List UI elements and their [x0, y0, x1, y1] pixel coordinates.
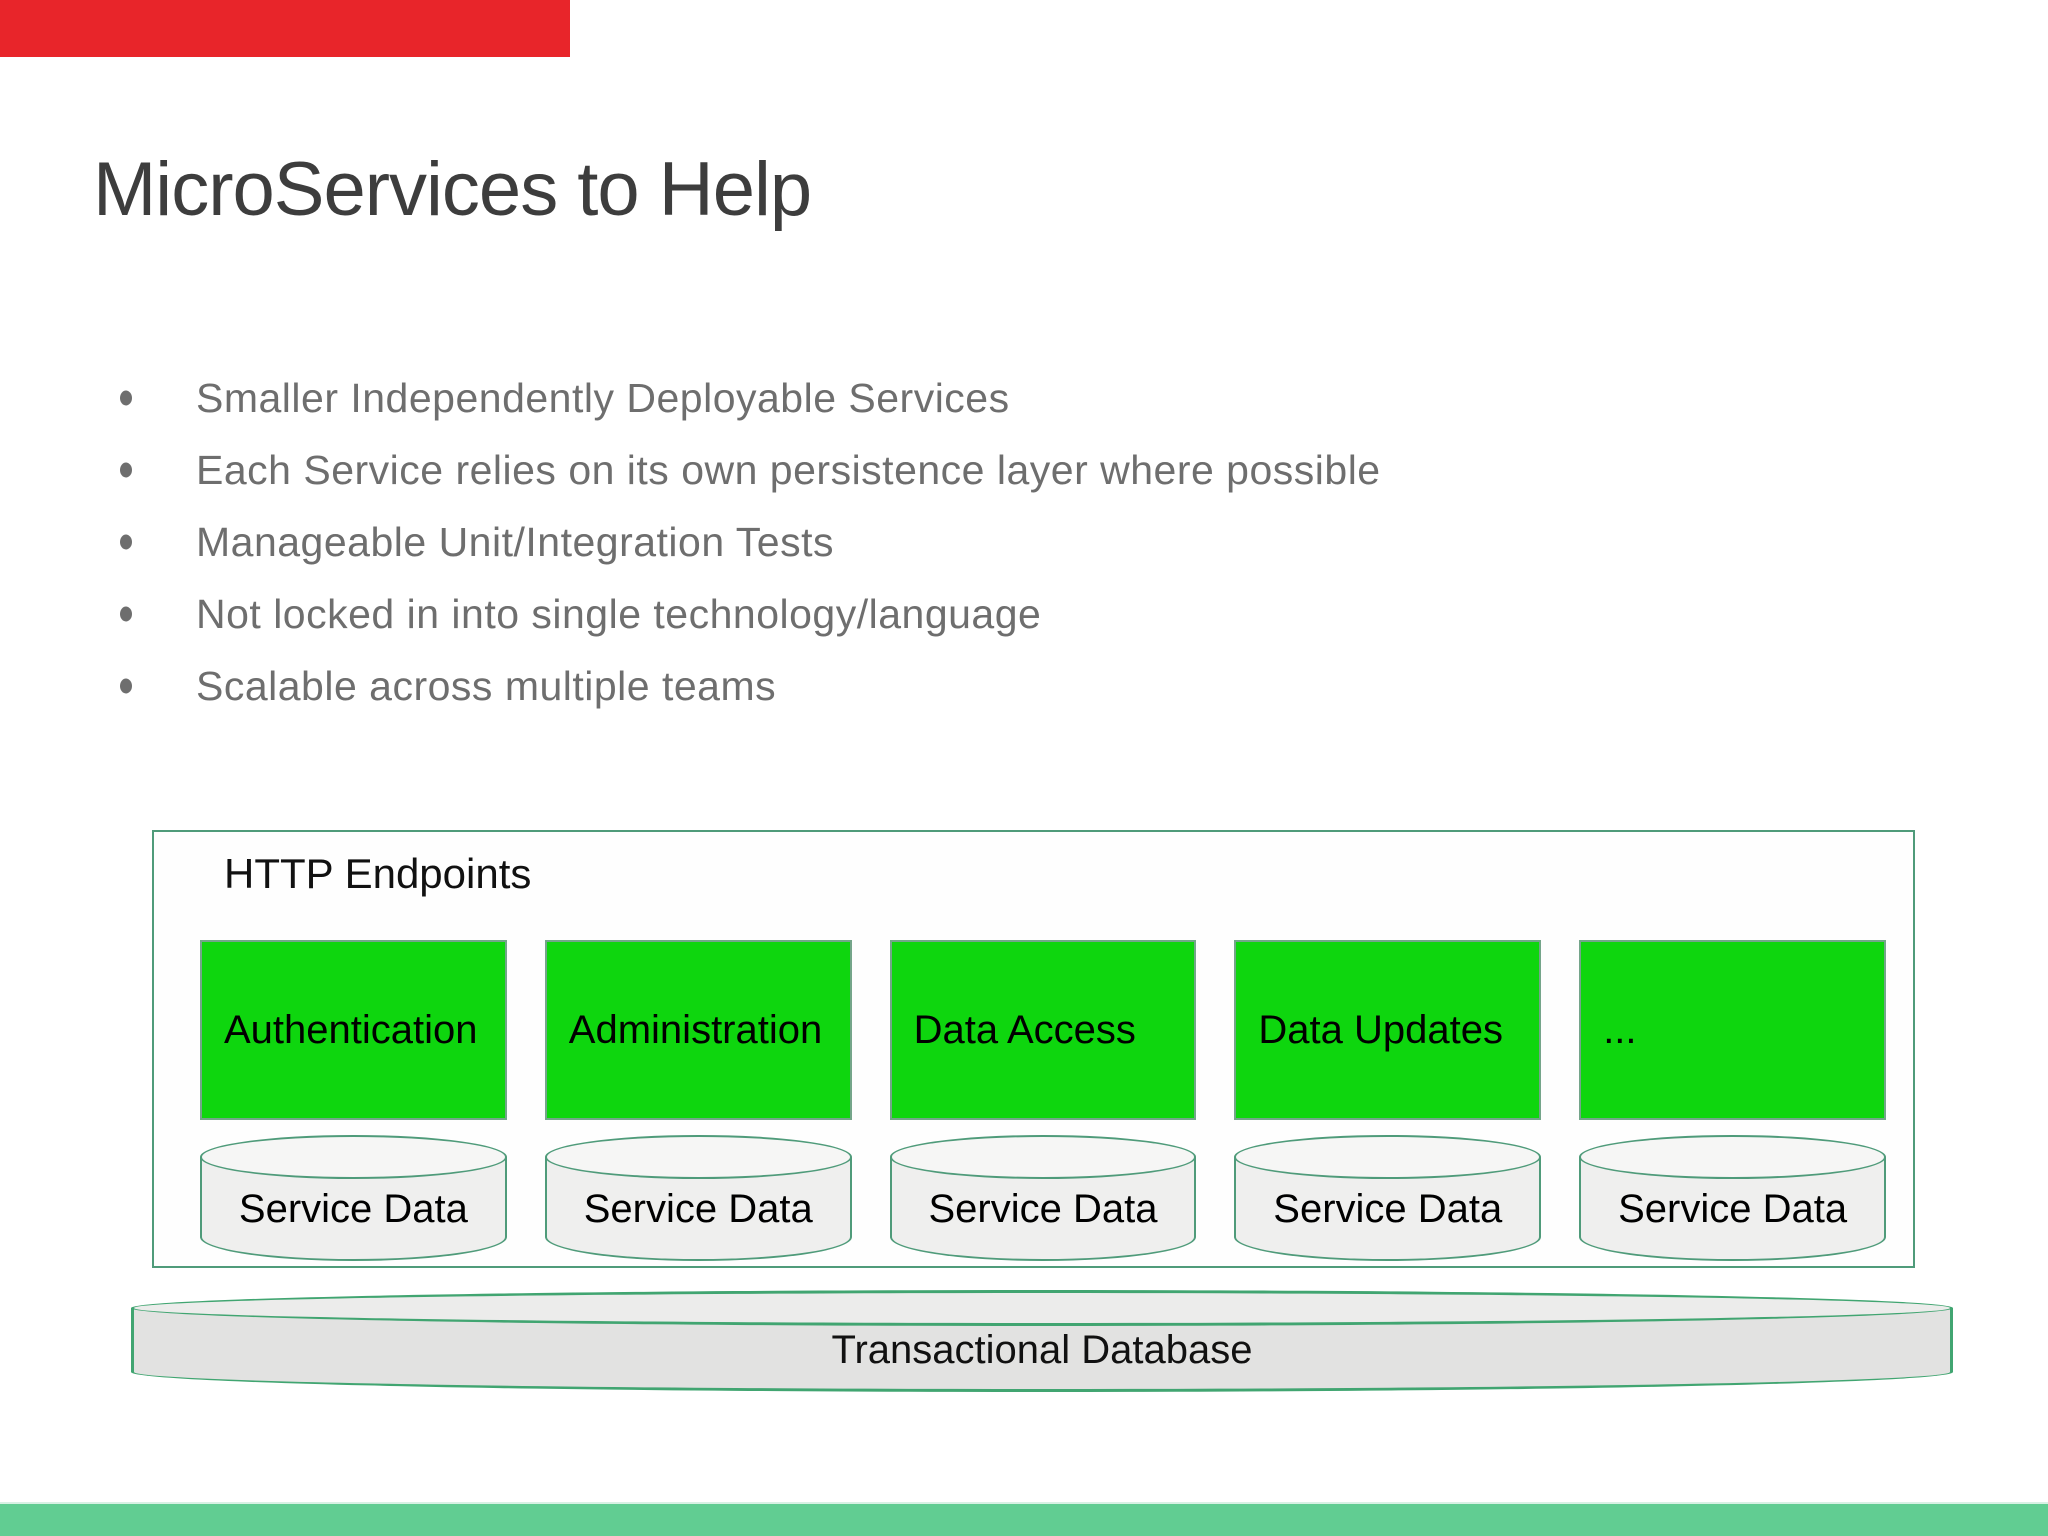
bullet-item: Scalable across multiple teams — [110, 650, 1381, 722]
bullet-list: Smaller Independently Deployable Service… — [110, 362, 1381, 722]
service-box-data-updates: Data Updates — [1234, 940, 1542, 1120]
http-endpoints-container: HTTP Endpoints Authentication Administra… — [152, 830, 1915, 1268]
cylinder-body — [889, 1157, 1197, 1261]
service-data-label: Service Data — [1273, 1186, 1503, 1231]
transactional-database-label: Transactional Database — [831, 1327, 1253, 1372]
service-data-label: Service Data — [583, 1186, 813, 1231]
http-endpoints-label: HTTP Endpoints — [224, 850, 532, 897]
service-data-cylinder: Service Data — [889, 1135, 1197, 1261]
cylinder-top-ellipse — [200, 1135, 507, 1179]
cylinder-top-ellipse — [889, 1135, 1197, 1179]
service-data-cylinder: Service Data — [544, 1135, 852, 1261]
service-box-administration: Administration — [544, 940, 852, 1120]
service-data-cylinder: Service Data — [1579, 1135, 1886, 1261]
cylinder-top-ellipse — [544, 1135, 852, 1179]
slide-title: MicroServices to Help — [93, 147, 812, 232]
service-data-label: Service Data — [238, 1186, 468, 1231]
service-box-authentication: Authentication — [200, 940, 507, 1120]
transactional-database-cylinder: Transactional Database — [131, 1290, 1953, 1392]
top-accent-red-bar — [0, 0, 570, 57]
service-box-data-access: Data Access — [889, 940, 1197, 1120]
bottom-accent-green-bar — [0, 1502, 2048, 1536]
service-data-label: Service Data — [1618, 1186, 1848, 1231]
service-box-ellipsis: ... — [1579, 940, 1886, 1120]
cylinder-top-ellipse — [1234, 1135, 1542, 1179]
bullet-item: Smaller Independently Deployable Service… — [110, 362, 1381, 434]
service-data-label: Service Data — [928, 1186, 1158, 1231]
bullet-item: Manageable Unit/Integration Tests — [110, 506, 1381, 578]
service-boxes-row: Authentication Administration Data Acces… — [200, 940, 1886, 1120]
cylinder-top-ellipse — [1579, 1135, 1886, 1179]
bullet-item: Not locked in into single technology/lan… — [110, 578, 1381, 650]
cylinder-top-ellipse — [131, 1290, 1953, 1326]
service-data-row: Service Data Service Data Service Data S… — [200, 1135, 1886, 1261]
service-data-cylinder: Service Data — [200, 1135, 507, 1261]
bullet-item: Each Service relies on its own persisten… — [110, 434, 1381, 506]
service-data-cylinder: Service Data — [1234, 1135, 1542, 1261]
